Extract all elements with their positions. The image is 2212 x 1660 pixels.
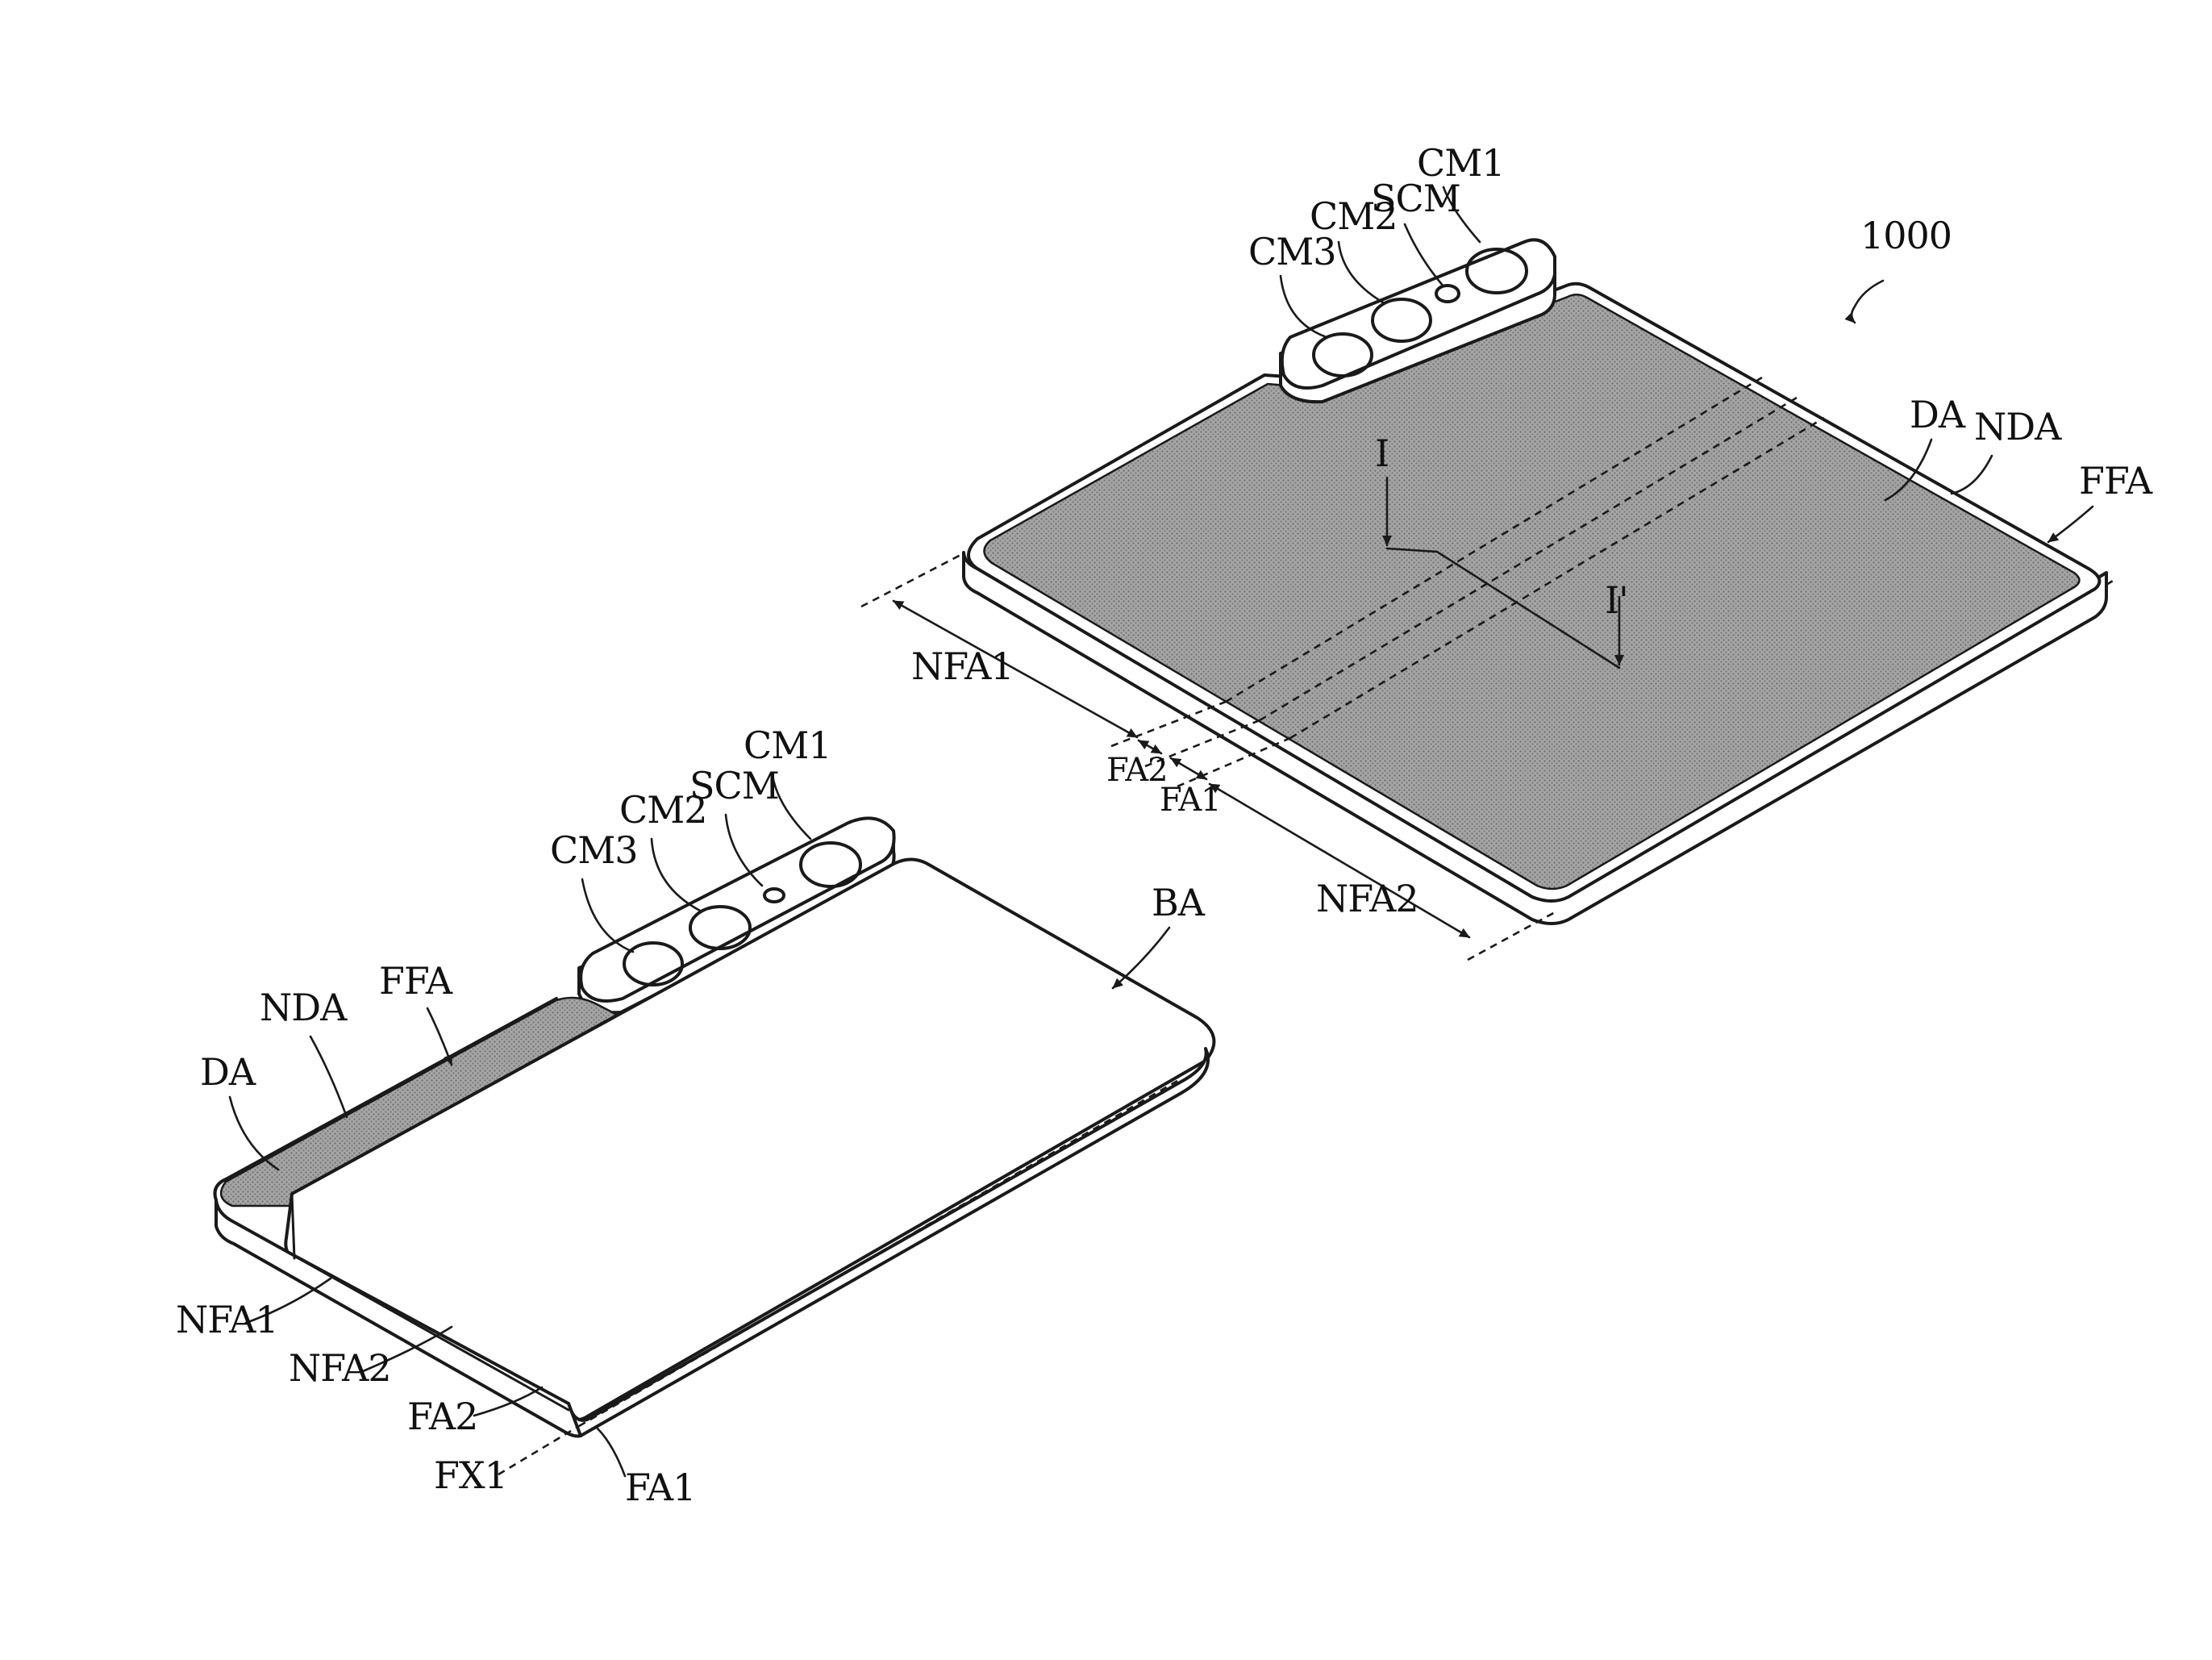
folded-leader-scm bbox=[724, 813, 764, 887]
folded-leader-cm2 bbox=[650, 837, 703, 913]
unfolded-leader-nda bbox=[1950, 454, 1993, 495]
label-unfolded-fa1: FA1 bbox=[1160, 782, 1221, 819]
folded-body-frame bbox=[213, 997, 558, 1202]
folded-leader-nda bbox=[309, 1035, 348, 1119]
unfolded-display-area bbox=[983, 294, 2081, 890]
folded-leader-da bbox=[228, 1095, 280, 1171]
label-folded-nfa1: NFA1 bbox=[176, 1298, 278, 1341]
label-folded-ba: BA bbox=[1152, 881, 1206, 924]
label-folded-fa1: FA1 bbox=[625, 1466, 695, 1509]
label-folded-nda: NDA bbox=[260, 986, 348, 1029]
unfolded-leader-da bbox=[1884, 438, 1933, 502]
unfolded-leader-cm1 bbox=[1442, 186, 1481, 244]
unfolded-sensor-scm bbox=[1435, 284, 1460, 303]
label-folded-da: DA bbox=[200, 1050, 256, 1094]
folded-leader-cm1 bbox=[771, 774, 812, 840]
unfolded-leader-ffa bbox=[2047, 505, 2094, 544]
label-folded-cm3: CM3 bbox=[550, 828, 638, 872]
unfolded-camera-cm2 bbox=[1371, 298, 1432, 343]
unfolded-camera-cm3 bbox=[1312, 332, 1373, 377]
unfolded-section-line bbox=[1385, 547, 1621, 669]
unfolded-dim-nfa2 bbox=[1208, 782, 1471, 939]
folded-camera-module bbox=[577, 816, 896, 1015]
folded-camera-cm2 bbox=[689, 905, 752, 950]
folded-leader-nfa1 bbox=[244, 1277, 332, 1324]
unfolded-dim-fa1 bbox=[1169, 757, 1208, 781]
unfolded-leader-scm bbox=[1403, 223, 1445, 288]
label-unfolded-nda: NDA bbox=[1974, 405, 2062, 448]
unfolded-labels: 1000 CM1 SCM CM2 CM3 DA NDA FFA I I' NFA… bbox=[911, 141, 2154, 920]
folded-camera-cm3 bbox=[623, 941, 684, 986]
folded-leader-ba bbox=[1111, 926, 1171, 990]
folded-camera-cm1 bbox=[799, 841, 862, 888]
folded-leader-ffa bbox=[426, 1007, 453, 1066]
label-unfolded-cm1: CM1 bbox=[1417, 141, 1505, 185]
label-unfolded-nfa1: NFA1 bbox=[911, 644, 1014, 688]
label-unfolded-ffa: FFA bbox=[2079, 459, 2153, 503]
folded-leader-cm3 bbox=[581, 878, 635, 953]
label-unfolded-da: DA bbox=[1910, 393, 1966, 436]
folded-fold-axis-ext bbox=[498, 1424, 580, 1476]
unfolded-fold-line-2 bbox=[1259, 396, 1798, 722]
label-unfolded-cm3: CM3 bbox=[1248, 230, 1336, 273]
unfolded-leader-1000 bbox=[1844, 279, 1885, 324]
label-folded-fa2: FA2 bbox=[407, 1395, 477, 1438]
folded-leader-fa2 bbox=[473, 1386, 544, 1417]
folded-layer-line-1 bbox=[232, 1220, 570, 1412]
folded-leader-nfa2 bbox=[361, 1325, 453, 1373]
label-folded-scm: SCM bbox=[689, 764, 779, 807]
label-folded-fx1: FX1 bbox=[434, 1454, 507, 1497]
folded-sensor-scm bbox=[763, 887, 785, 903]
label-section-i-prime: I' bbox=[1605, 578, 1628, 622]
label-unfolded-nfa2: NFA2 bbox=[1316, 877, 1418, 920]
unfolded-dim-nfa1 bbox=[892, 599, 1139, 739]
unfolded-camera-cm1 bbox=[1465, 248, 1528, 294]
unfolded-ext-line-bottom bbox=[1467, 910, 1557, 961]
unfolded-ext-line-right bbox=[2106, 579, 2114, 586]
folded-labels: CM1 SCM CM2 CM3 BA FFA NDA DA NFA1 NFA2 … bbox=[176, 724, 1206, 1509]
unfolded-dim-fa2 bbox=[1137, 739, 1163, 755]
folded-layer-line-2 bbox=[290, 1192, 296, 1260]
label-folded-nfa2: NFA2 bbox=[289, 1346, 391, 1390]
unfolded-leader-cm3 bbox=[1279, 274, 1328, 339]
unfolded-leader-cm2 bbox=[1337, 240, 1385, 304]
label-folded-cm2: CM2 bbox=[619, 788, 707, 832]
unfolded-camera-module bbox=[1279, 238, 1556, 404]
folded-side bbox=[215, 1199, 582, 1438]
label-section-i: I bbox=[1375, 432, 1389, 475]
label-unfolded-fa2: FA2 bbox=[1106, 752, 1168, 789]
unfolded-ext-line-left bbox=[860, 552, 964, 608]
label-folded-ffa: FFA bbox=[379, 959, 453, 1003]
folded-leader-fa1 bbox=[595, 1426, 627, 1478]
unfolded-fold-line-1 bbox=[1225, 376, 1763, 703]
label-unfolded-scm: SCM bbox=[1371, 177, 1460, 220]
label-folded-cm1: CM1 bbox=[744, 724, 831, 767]
unfolded-fold-line-3 bbox=[1289, 416, 1825, 740]
unfolded-device bbox=[860, 186, 2114, 961]
label-unfolded-cm2: CM2 bbox=[1310, 194, 1398, 238]
folded-device bbox=[213, 774, 1216, 1478]
label-reference-1000: 1000 bbox=[1860, 214, 1952, 257]
